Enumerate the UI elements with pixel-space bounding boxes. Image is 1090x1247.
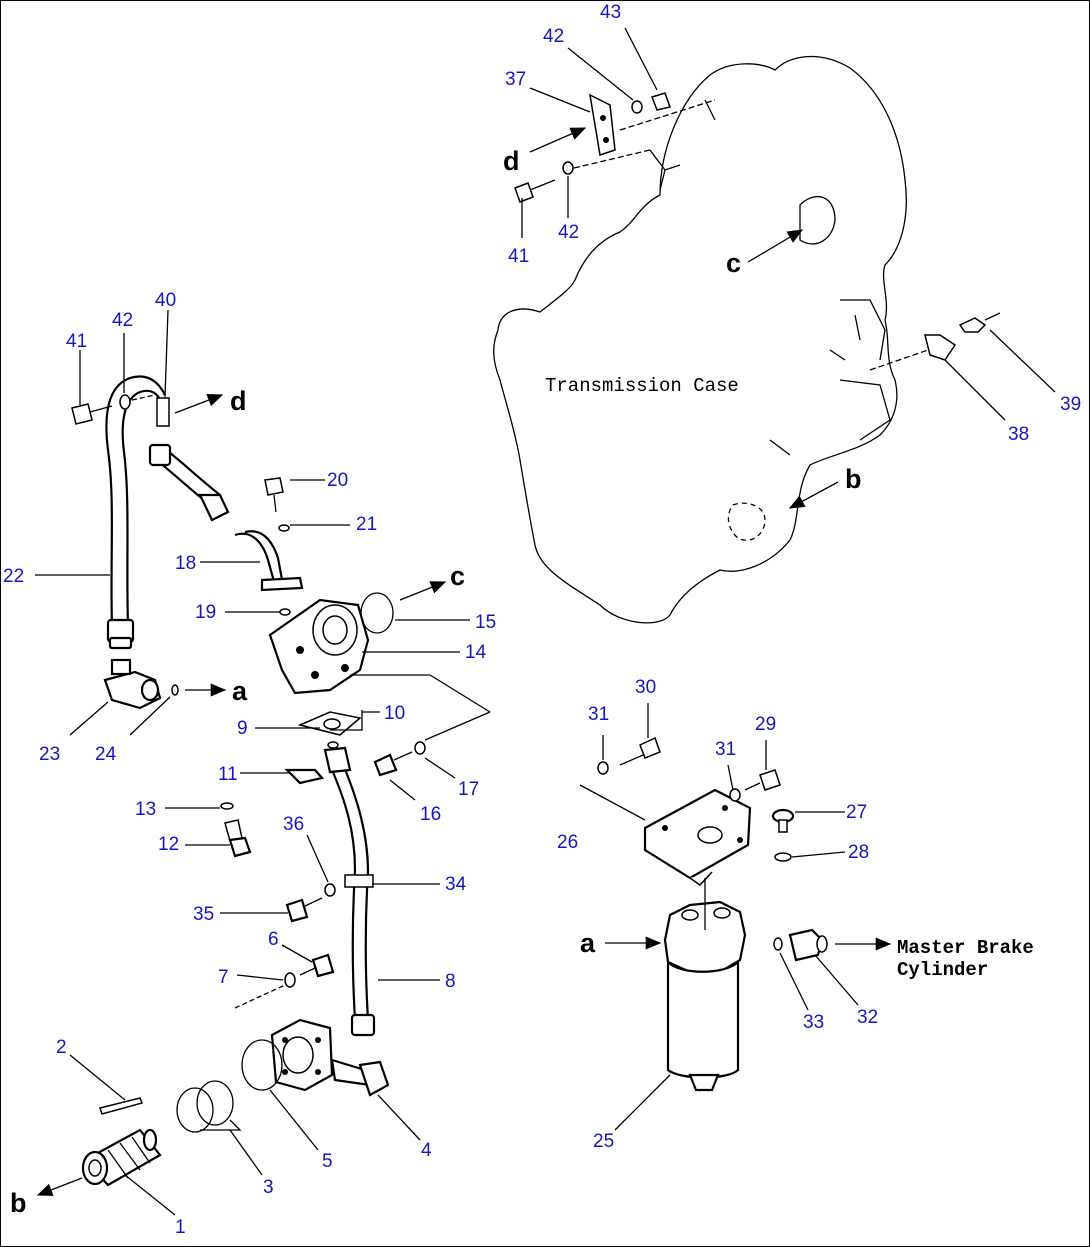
bolt-16: [373, 741, 426, 777]
o-ring-5: [241, 1039, 283, 1091]
ref-letter-a-left: a: [232, 676, 248, 706]
leader-lines: [35, 27, 1056, 1216]
callout-42-left: 42: [112, 310, 133, 331]
callout-23: 23: [39, 744, 60, 765]
ref-letter-b-upper: b: [845, 464, 862, 494]
callout-28: 28: [848, 842, 869, 863]
callout-40: 40: [155, 290, 176, 311]
mount-bracket-37: [514, 92, 716, 203]
callout-42-top: 42: [543, 26, 564, 47]
callout-25: 25: [593, 1131, 614, 1152]
callout-43: 43: [600, 2, 621, 23]
callout-8: 8: [445, 971, 456, 992]
callout-38: 38: [1008, 424, 1029, 445]
ref-letter-d-lower: d: [230, 386, 247, 416]
clip-3: [176, 1080, 234, 1133]
flow-arrows: [36, 127, 892, 1196]
bolt-41: [71, 394, 156, 425]
callout-22: 22: [3, 566, 24, 587]
callout-14: 14: [465, 642, 487, 663]
callout-11: 11: [218, 764, 238, 785]
callout-5: 5: [322, 1151, 333, 1172]
callout-34: 34: [445, 874, 467, 895]
callout-24: 24: [95, 744, 117, 765]
callout-36: 36: [283, 814, 304, 835]
callout-1: 1: [175, 1217, 186, 1238]
callout-17: 17: [458, 779, 479, 800]
callout-41-left: 41: [66, 331, 87, 352]
callout-13: 13: [135, 799, 156, 820]
oil-filter-25: [663, 878, 747, 1092]
hose-40: [148, 397, 230, 522]
callout-21: 21: [356, 514, 377, 535]
callout-37: 37: [505, 69, 526, 90]
callout-12: 12: [158, 834, 179, 855]
callout-3: 3: [263, 1177, 274, 1198]
ref-letter-b-lower: b: [10, 1188, 27, 1218]
master-brake-label-line2: Cylinder: [897, 959, 988, 981]
callout-29: 29: [755, 714, 776, 735]
callout-27: 27: [846, 802, 867, 823]
callout-35: 35: [193, 904, 214, 925]
pipe-18: [234, 477, 304, 616]
plug-27: [771, 808, 795, 862]
master-brake-label-line1: Master Brake: [897, 937, 1034, 959]
elbow-32: [773, 928, 828, 962]
callout-42-lower: 42: [558, 222, 579, 243]
callout-9: 9: [237, 718, 248, 739]
bolt-29: [729, 769, 781, 802]
ref-letter-a-right: a: [580, 928, 596, 958]
transmission-case: Transmission Case: [493, 55, 907, 624]
ref-letter-c-lower: c: [450, 561, 465, 591]
filter-bracket-26: [579, 784, 752, 886]
callout-16: 16: [420, 804, 441, 825]
bolt-35: [234, 883, 336, 1009]
callout-30: 30: [635, 677, 656, 698]
callout-19: 19: [195, 602, 216, 623]
callout-26: 26: [557, 832, 578, 853]
ref-letter-c-upper: c: [726, 248, 741, 278]
elbow-11: [220, 768, 325, 858]
callout-31-right: 31: [715, 739, 736, 760]
pin-2: [99, 1097, 144, 1115]
callout-7: 7: [218, 967, 229, 988]
bolt-30: [597, 736, 661, 775]
gasket-9: [297, 711, 362, 749]
strainer-element-1: [81, 1128, 162, 1187]
ref-letter-d-upper: d: [503, 146, 520, 176]
hose-22: [105, 375, 166, 650]
elbow-23: [103, 658, 179, 710]
callout-31-left: 31: [588, 704, 609, 725]
strainer-case-4: [270, 1018, 390, 1097]
part-callouts: 1 2 3 4 5 6 7 8 9 10 11 12 13 14 15 16 1…: [3, 2, 1081, 1238]
callout-20: 20: [327, 470, 348, 491]
callout-2: 2: [56, 1037, 67, 1058]
callout-33: 33: [803, 1012, 824, 1033]
transmission-case-label: Transmission Case: [545, 375, 739, 397]
mount-bracket-38: [869, 312, 1001, 371]
callout-41-right: 41: [508, 246, 529, 267]
hose-8: [323, 746, 376, 1037]
pump-14: [268, 592, 394, 695]
callout-15: 15: [475, 612, 496, 633]
callout-39: 39: [1060, 394, 1081, 415]
callout-6: 6: [268, 929, 279, 950]
callout-32: 32: [857, 1007, 878, 1028]
callout-10: 10: [384, 703, 405, 724]
callout-18: 18: [175, 553, 196, 574]
callout-4: 4: [421, 1140, 432, 1161]
